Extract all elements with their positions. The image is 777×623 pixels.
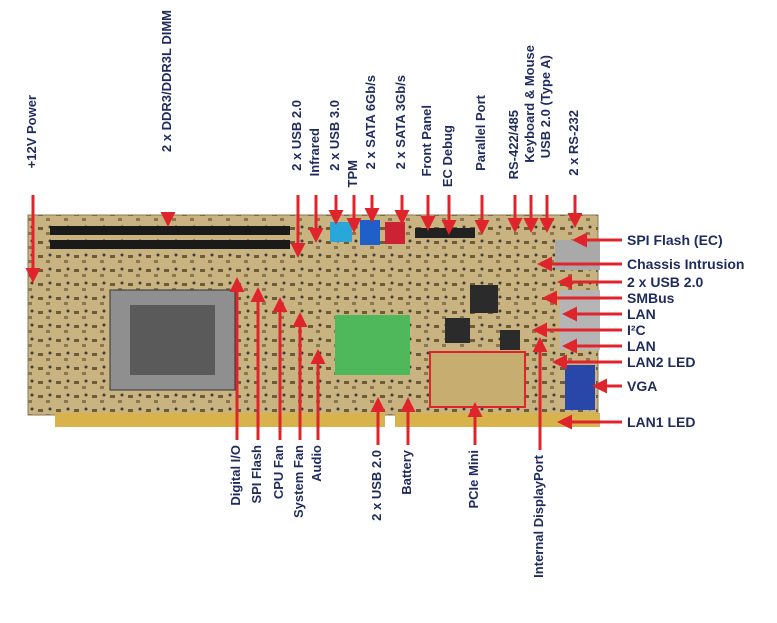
label-displayport: Internal DisplayPort	[531, 455, 546, 578]
label-cpufan: CPU Fan	[271, 445, 286, 500]
label-usbtypea: USB 2.0 (Type A)	[538, 55, 553, 159]
label-infrared: Infrared	[307, 128, 322, 177]
label-rs422: RS-422/485	[506, 110, 521, 180]
label-sata3: 2 x SATA 3Gb/s	[393, 75, 408, 170]
motherboard	[27, 214, 600, 427]
label-parallel: Parallel Port	[473, 95, 488, 171]
label-spiflash: SPI Flash	[249, 445, 264, 504]
leader-lines	[25, 195, 622, 450]
label-ecdebug: EC Debug	[440, 125, 455, 188]
label-smbus: SMBus	[627, 290, 675, 306]
label-chassis: Chassis Intrusion	[627, 256, 745, 272]
label-lan-b: LAN	[627, 338, 656, 354]
label-power: +12V Power	[24, 95, 39, 169]
label-sata6: 2 x SATA 6Gb/s	[363, 75, 378, 170]
label-pcie: PCIe Mini	[466, 450, 481, 509]
label-tpm: TPM	[345, 160, 360, 188]
label-spi-ec: SPI Flash (EC)	[627, 232, 723, 248]
label-usb20-bottom: 2 x USB 2.0	[369, 450, 384, 521]
label-ddr: 2 x DDR3/DDR3L DIMM	[159, 10, 174, 153]
label-battery: Battery	[399, 450, 414, 495]
label-rs232: 2 x RS-232	[566, 110, 581, 176]
label-vga: VGA	[627, 378, 658, 394]
label-sysfan: System Fan	[291, 445, 306, 518]
label-i2c: I²C	[627, 322, 646, 338]
label-digitalio: Digital I/O	[228, 445, 243, 506]
label-usb20-top: 2 x USB 2.0	[289, 100, 304, 171]
label-usb20-right: 2 x USB 2.0	[627, 274, 704, 290]
label-usb30: 2 x USB 3.0	[327, 100, 342, 171]
label-audio: Audio	[309, 445, 324, 482]
label-lan-a: LAN	[627, 306, 656, 322]
label-kbmouse: Keyboard & Mouse	[522, 45, 537, 163]
label-lan1led: LAN1 LED	[627, 414, 696, 430]
label-lan2led: LAN2 LED	[627, 354, 696, 370]
label-frontpanel: Front Panel	[419, 105, 434, 177]
